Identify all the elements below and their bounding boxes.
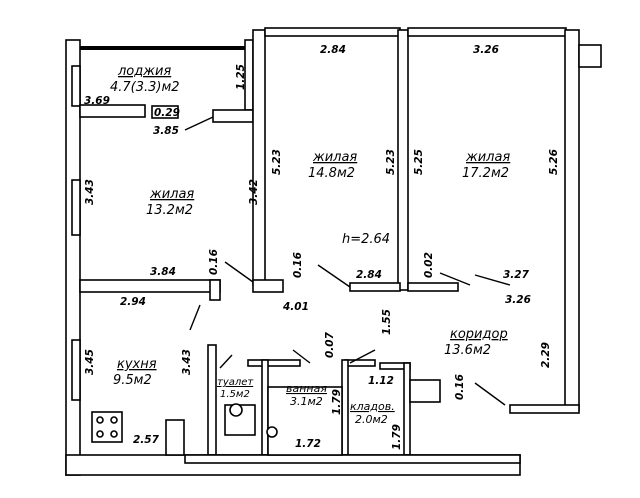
walls	[65, 27, 602, 476]
ceiling-height: h=2.64	[342, 232, 390, 247]
dim-text: 0.16	[454, 374, 466, 400]
bedroom-right-area: 17.2м2	[462, 166, 509, 181]
loggia-area: 4.7(3.3)м2	[110, 80, 180, 95]
loggia-name: лоджия	[117, 64, 171, 79]
dim-text: 3.42	[248, 179, 260, 205]
dim-text: 1.79	[331, 389, 343, 415]
dim-text: 3.84	[150, 266, 176, 278]
dim-text: 0.16	[292, 252, 304, 278]
room-labels: лоджия 4.7(3.3)м2 жилая 13.2м2 жилая 14.…	[110, 64, 510, 426]
dim-text: 0.29	[154, 107, 180, 119]
dim-text: 3.43	[181, 349, 193, 375]
dim-text: 2.57	[133, 434, 160, 446]
dim-text: 1.72	[295, 438, 321, 450]
corridor-area: 13.6м2	[444, 343, 491, 358]
dim-text: 1.25	[235, 64, 247, 90]
toilet-name: туалет	[217, 377, 254, 388]
dim-text: 2.84	[356, 269, 382, 281]
bedroom-left-area: 13.2м2	[146, 203, 193, 218]
dim-text: 5.23	[271, 149, 283, 175]
dim-text: 5.26	[548, 149, 560, 175]
dim-text: 2.94	[120, 296, 146, 308]
kitchen-name: кухня	[117, 357, 157, 372]
dim-text: 3.27	[503, 269, 530, 281]
dim-text: 2.29	[540, 342, 552, 368]
dim-text: 3.45	[84, 349, 96, 375]
dim-text: 3.69	[84, 95, 110, 107]
bathroom-area: 3.1м2	[290, 395, 323, 408]
dim-text: 1.79	[391, 424, 403, 450]
bedroom-left-name: жилая	[149, 187, 194, 202]
dim-text: 0.16	[208, 249, 220, 275]
toilet-area: 1.5м2	[220, 389, 250, 400]
dim-text: 5.23	[385, 149, 397, 175]
dim-text: 4.01	[282, 301, 309, 313]
storage-name: кладов.	[350, 400, 395, 413]
dim-text: 5.25	[413, 149, 425, 175]
dim-text: 3.26	[505, 294, 531, 306]
bathroom-name: ванная	[286, 382, 327, 395]
dim-text: 3.26	[473, 44, 499, 56]
dim-text: 1.12	[368, 375, 394, 387]
bedroom-mid-area: 14.8м2	[308, 166, 355, 181]
corridor-name: коридор	[450, 327, 508, 342]
dim-text: 3.43	[84, 179, 96, 205]
dimensions: 3.69 1.25 0.29 3.85 3.43 3.42 3.84 0.16 …	[84, 44, 560, 450]
bedroom-right-name: жилая	[465, 150, 510, 165]
dim-text: 3.85	[153, 125, 179, 137]
fixtures	[91, 116, 511, 456]
storage-area: 2.0м2	[355, 413, 388, 426]
bedroom-mid-name: жилая	[312, 150, 357, 165]
dim-text: 1.55	[381, 309, 393, 335]
dim-text: 0.07	[324, 331, 336, 358]
dim-text: 2.84	[320, 44, 346, 56]
dim-text: 0.02	[423, 252, 435, 278]
kitchen-area: 9.5м2	[113, 373, 152, 388]
